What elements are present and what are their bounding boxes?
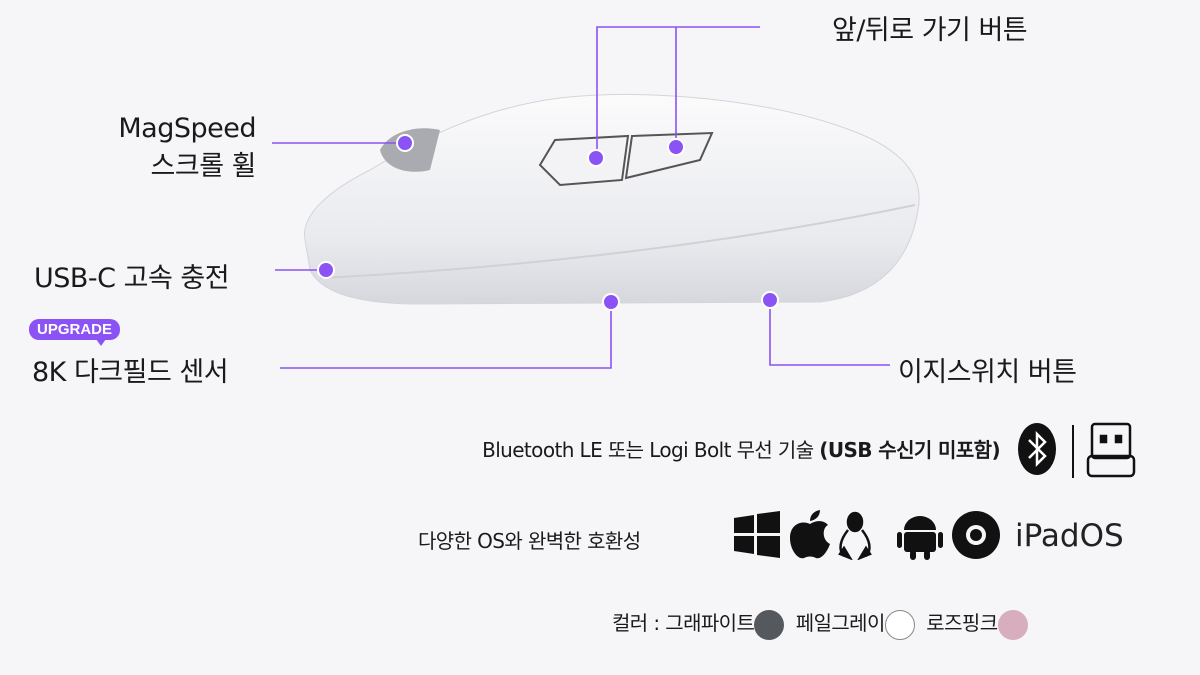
connectivity-icons: [1018, 422, 1136, 478]
color-swatch-graphite[interactable]: [754, 609, 785, 640]
connectivity-label: Bluetooth LE 또는 Logi Bolt 무선 기술: [482, 438, 820, 462]
forward-button: [624, 131, 714, 180]
back-button: [538, 134, 630, 187]
os-icons: [734, 510, 1000, 560]
bluetooth-icon: [1018, 423, 1056, 475]
callout-easy-switch: 이지스위치 버튼: [898, 357, 1077, 388]
color-name-pale-gray: 페일그레이: [795, 611, 886, 635]
connectivity-text: Bluetooth LE 또는 Logi Bolt 무선 기술 (USB 수신기…: [482, 434, 1001, 463]
color-name-graphite: 그래파이트: [665, 611, 755, 635]
usb-receiver-icon: [1086, 422, 1136, 478]
callout-magspeed-line1: MagSpeed: [118, 113, 256, 144]
ipados-label: iPadOS: [1015, 518, 1124, 554]
color-name-rose: 로즈핑크: [926, 611, 998, 635]
callout-usbc: USB-C 고속 충전: [34, 263, 230, 294]
windows-icon: [734, 511, 780, 558]
android-icon: [897, 516, 943, 560]
color-options: 컬러 : 그래파이트 페일그레이 로즈핑크: [612, 607, 1028, 640]
compatibility-text: 다양한 OS와 완벽한 호환성: [418, 529, 641, 553]
chrome-icon: [952, 511, 1000, 559]
color-swatch-pale-gray[interactable]: [884, 609, 915, 640]
color-label: 컬러 :: [612, 611, 666, 635]
apple-icon: [790, 510, 830, 559]
callout-sensor: 8K 다크필드 센서: [32, 357, 229, 388]
upgrade-badge: UPGRADE: [29, 319, 121, 346]
callout-back-forward: 앞/뒤로 가기 버튼: [832, 15, 1028, 46]
callout-magspeed-line2: 스크롤 휠: [150, 151, 257, 182]
color-swatch-rose[interactable]: [997, 609, 1028, 640]
linux-icon: [838, 511, 872, 560]
callout-magspeed: MagSpeed 스크롤 휠: [104, 110, 256, 186]
mouse-illustration: [272, 26, 920, 369]
connectivity-note: (USB 수신기 미포함): [819, 438, 1000, 462]
